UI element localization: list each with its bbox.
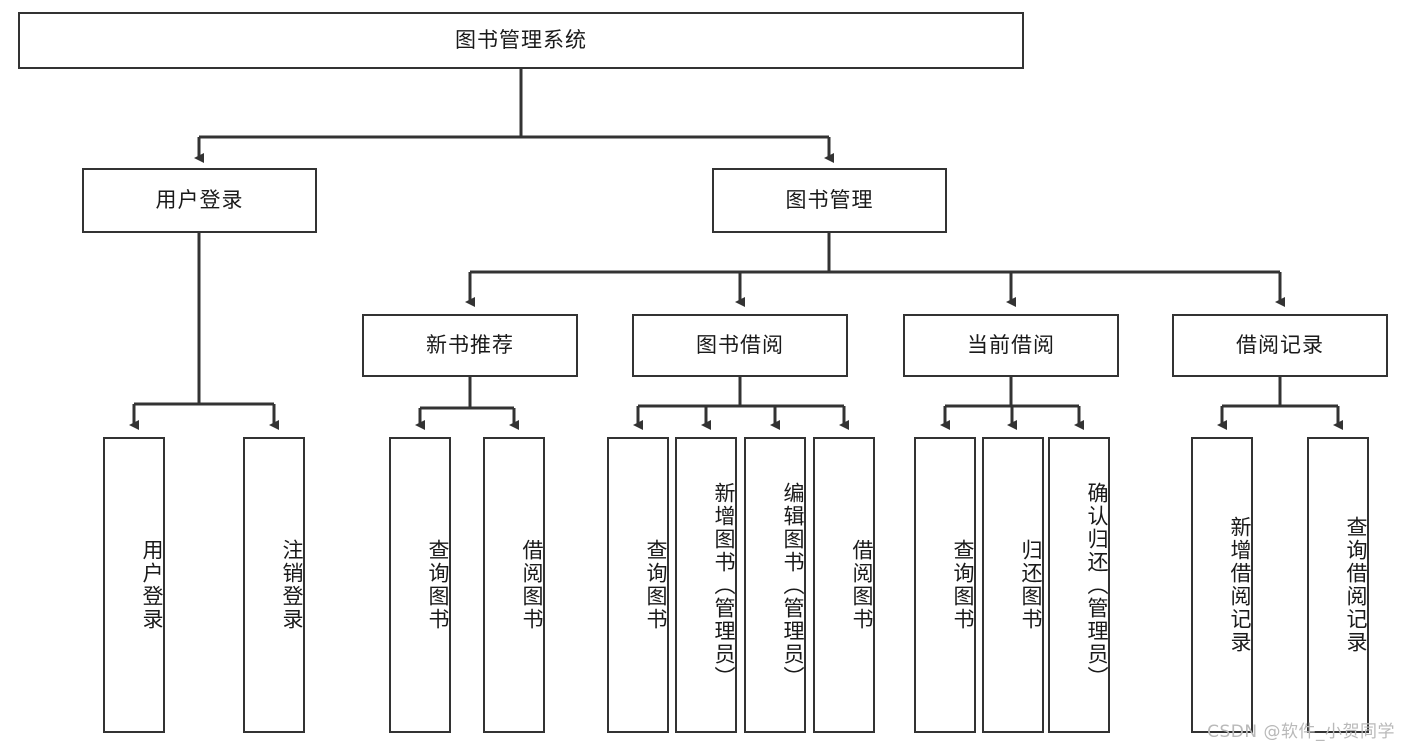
node-leaf-query-borrow-record[interactable]: 查询借阅记录 (1307, 437, 1369, 733)
node-new-book-recommend-label: 新书推荐 (426, 333, 514, 357)
node-leaf-borrow-book-recommend-label: 借阅图书 (520, 539, 544, 631)
node-leaf-query-book-current[interactable]: 查询图书 (914, 437, 976, 733)
node-user-login[interactable]: 用户登录 (82, 168, 317, 233)
node-leaf-add-borrow-record-label: 新增借阅记录 (1228, 516, 1252, 654)
node-leaf-borrow-book-recommend[interactable]: 借阅图书 (483, 437, 545, 733)
node-root[interactable]: 图书管理系统 (18, 12, 1024, 69)
node-leaf-query-book-borrow-label: 查询图书 (644, 539, 668, 631)
node-leaf-confirm-return-admin-label: 确认归还（管理员） (1085, 481, 1109, 689)
node-leaf-query-book-recommend[interactable]: 查询图书 (389, 437, 451, 733)
node-leaf-user-login[interactable]: 用户登录 (103, 437, 165, 733)
node-book-borrow[interactable]: 图书借阅 (632, 314, 848, 377)
node-leaf-borrow-book-label: 借阅图书 (850, 539, 874, 631)
node-borrow-records[interactable]: 借阅记录 (1172, 314, 1388, 377)
node-leaf-edit-book-admin-label: 编辑图书（管理员） (781, 481, 805, 689)
node-leaf-logout[interactable]: 注销登录 (243, 437, 305, 733)
node-leaf-return-book[interactable]: 归还图书 (982, 437, 1044, 733)
node-leaf-confirm-return-admin[interactable]: 确认归还（管理员） (1048, 437, 1110, 733)
node-book-borrow-label: 图书借阅 (696, 333, 784, 357)
node-leaf-query-borrow-record-label: 查询借阅记录 (1344, 516, 1368, 654)
node-leaf-query-book-current-label: 查询图书 (951, 539, 975, 631)
node-leaf-user-login-label: 用户登录 (140, 539, 164, 631)
watermark-text: CSDN @软件_小贺同学 (1207, 722, 1395, 742)
node-root-label: 图书管理系统 (455, 28, 587, 52)
node-user-login-label: 用户登录 (155, 188, 244, 212)
node-current-borrow-label: 当前借阅 (967, 333, 1055, 357)
node-leaf-borrow-book[interactable]: 借阅图书 (813, 437, 875, 733)
node-current-borrow[interactable]: 当前借阅 (903, 314, 1119, 377)
node-leaf-add-book-admin-label: 新增图书（管理员） (712, 481, 736, 689)
node-leaf-edit-book-admin[interactable]: 编辑图书（管理员） (744, 437, 806, 733)
node-leaf-query-book-borrow[interactable]: 查询图书 (607, 437, 669, 733)
node-book-management-label: 图书管理 (785, 188, 874, 212)
node-leaf-add-book-admin[interactable]: 新增图书（管理员） (675, 437, 737, 733)
node-leaf-logout-label: 注销登录 (280, 539, 304, 631)
node-leaf-query-book-recommend-label: 查询图书 (426, 539, 450, 631)
node-book-management[interactable]: 图书管理 (712, 168, 947, 233)
node-new-book-recommend[interactable]: 新书推荐 (362, 314, 578, 377)
node-borrow-records-label: 借阅记录 (1236, 333, 1324, 357)
node-leaf-return-book-label: 归还图书 (1019, 539, 1043, 631)
node-leaf-add-borrow-record[interactable]: 新增借阅记录 (1191, 437, 1253, 733)
